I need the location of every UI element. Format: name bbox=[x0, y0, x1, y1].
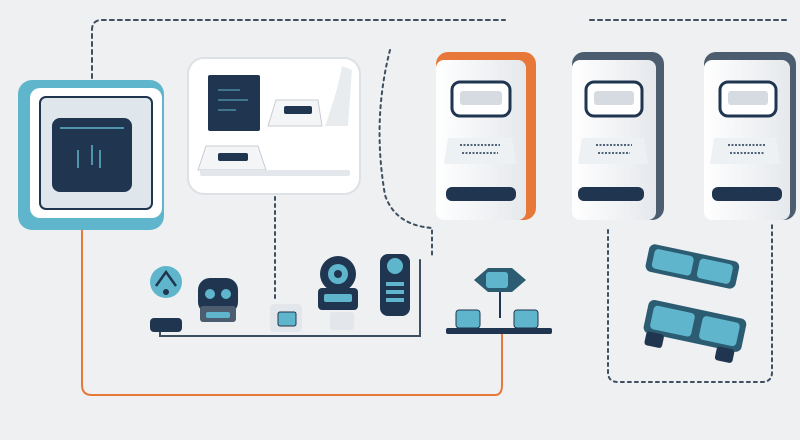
connector-plug-icon bbox=[643, 244, 747, 363]
sensor-module-icon bbox=[198, 278, 238, 322]
hub-device-icon bbox=[446, 268, 552, 334]
cabinet-1 bbox=[436, 52, 536, 220]
sensor-module-icon-2 bbox=[318, 256, 358, 330]
cabinet-3 bbox=[704, 52, 796, 220]
right-loop-cable bbox=[607, 224, 773, 383]
cabinet-2 bbox=[572, 52, 664, 220]
top-cable bbox=[91, 19, 506, 111]
left-orange-cable bbox=[81, 229, 503, 396]
terminal-panel-icon bbox=[18, 80, 164, 230]
router-node-icon bbox=[150, 266, 182, 332]
curved-cable bbox=[378, 49, 433, 256]
server-cabinet-icon bbox=[436, 52, 796, 220]
small-box-a bbox=[270, 304, 302, 332]
desktop-console-icon bbox=[187, 57, 361, 195]
battery-pack-icon bbox=[380, 254, 410, 316]
